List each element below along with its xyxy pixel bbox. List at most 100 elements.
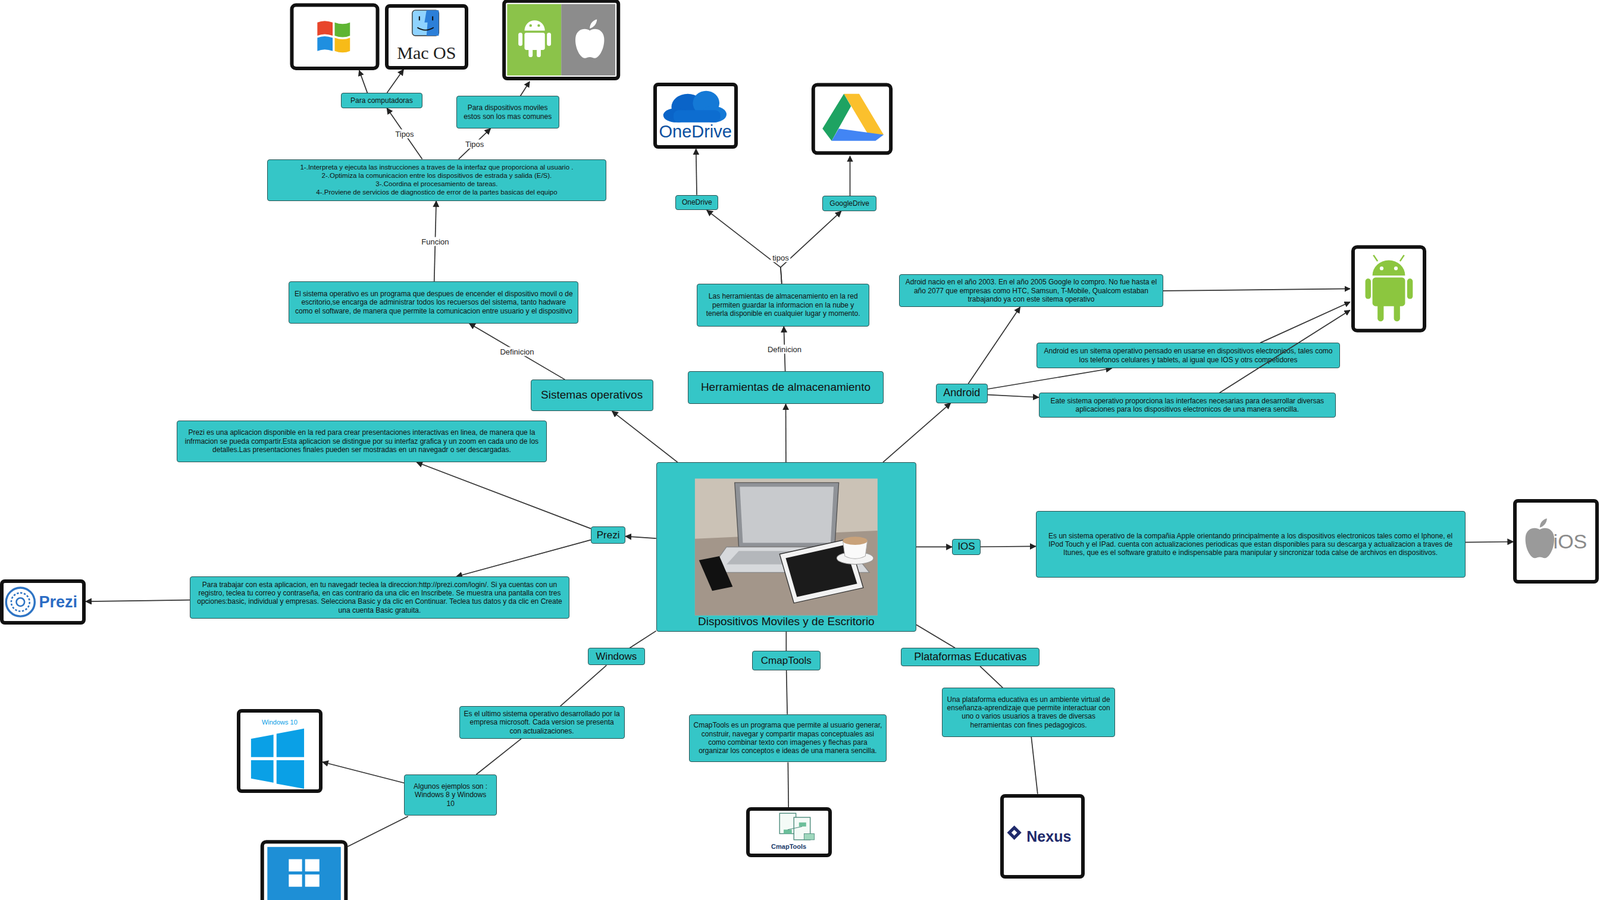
connector-arrow bbox=[780, 211, 842, 284]
topic-box: Prezi bbox=[590, 526, 626, 544]
connector-arrow bbox=[916, 624, 956, 648]
logo-box: Windows 10 bbox=[236, 709, 323, 794]
node-text: Prezi bbox=[596, 529, 621, 542]
node-text: Nexus bbox=[1026, 827, 1072, 846]
windows-logo-box bbox=[317, 36, 333, 52]
android-logo-box bbox=[1365, 278, 1371, 299]
connector-arrow bbox=[1465, 541, 1514, 544]
android-logo-box bbox=[1353, 246, 1425, 331]
node-text: Para trabajar con esta aplicacion, en tu… bbox=[193, 580, 566, 616]
windows8-logo-box bbox=[262, 841, 347, 900]
android-apple-box bbox=[518, 32, 523, 46]
connector-arrow bbox=[785, 404, 787, 463]
logo-box: iOS bbox=[1513, 499, 1599, 584]
connector-arrow bbox=[696, 148, 697, 195]
connector-arrow bbox=[987, 368, 1112, 390]
node-text: 1-.Interpreta y ejecuta las instruccione… bbox=[299, 163, 574, 172]
android-apple-box bbox=[506, 4, 562, 76]
connector-arrow bbox=[625, 536, 656, 539]
node-text: Para dispositivos moviles estos son los … bbox=[460, 103, 556, 121]
connector-arrow bbox=[706, 210, 782, 284]
googledrive-logo-box bbox=[813, 84, 891, 153]
topic-box: Sistemas operativos bbox=[530, 379, 654, 412]
topic-box: Plataformas Educativas bbox=[900, 647, 1040, 667]
concept-box: El sistema operativo es un programa que … bbox=[288, 281, 579, 324]
node-text: 2-.Optimiza la comunicacion entre los di… bbox=[321, 171, 553, 181]
topic-box: Herramientas de almacenamiento bbox=[687, 371, 884, 405]
connector-arrow bbox=[456, 540, 591, 578]
concept-box: Adroid nacio en el año 2003. En el año 2… bbox=[899, 274, 1164, 308]
node-text: GoogleDrive bbox=[829, 199, 870, 208]
node-text: iOS bbox=[1553, 529, 1588, 554]
concept-box: Es un sistema operativo de la compañia A… bbox=[1035, 511, 1466, 578]
connector-arrow bbox=[987, 395, 1039, 398]
node-text: Es un sistema operativo de la compañia A… bbox=[1048, 531, 1454, 558]
android-apple-box bbox=[589, 19, 597, 29]
googledrive-logo-box bbox=[831, 128, 884, 142]
android-logo-box bbox=[1394, 302, 1401, 322]
leader-line bbox=[359, 70, 368, 93]
connector-label: Tipos bbox=[393, 129, 416, 139]
windows-logo-box bbox=[334, 22, 350, 38]
node-text: Dispositivos Moviles y de Escritorio bbox=[697, 615, 875, 629]
android-logo-box bbox=[1394, 266, 1398, 271]
node-text: Eate sistema operativo proporciona las i… bbox=[1043, 396, 1332, 415]
android-apple-box bbox=[503, 1, 619, 79]
leader-line bbox=[1260, 302, 1351, 344]
node-text: Para computadoras bbox=[350, 96, 413, 105]
node-text: CmapTools bbox=[771, 843, 807, 851]
central-topic: Dispositivos Moviles y de Escritorio bbox=[656, 462, 917, 632]
node-text: Una plataforma educativa es un ambiente … bbox=[946, 695, 1112, 731]
android-apple-box bbox=[524, 32, 545, 50]
googledrive-logo-box bbox=[843, 94, 884, 136]
concept-box: Para computadoras bbox=[340, 92, 423, 109]
connector-arrow bbox=[787, 762, 789, 808]
logo-box: CmapTools bbox=[746, 807, 832, 858]
android-apple-box bbox=[536, 48, 541, 58]
concept-box: Algunos ejemplos son : Windows 8 y Windo… bbox=[404, 774, 497, 816]
connector-arrow bbox=[476, 739, 522, 775]
windows-logo-box bbox=[317, 20, 333, 36]
android-logo-box bbox=[1379, 266, 1384, 271]
connector-arrow bbox=[916, 546, 953, 549]
android-logo-box bbox=[1373, 255, 1378, 262]
node-text: Sistemas operativos bbox=[540, 388, 643, 403]
windows-logo-box bbox=[291, 5, 378, 69]
leader-line bbox=[849, 155, 851, 196]
concept-box: Para trabajar con esta aplicacion, en tu… bbox=[189, 576, 570, 619]
googledrive-logo-box bbox=[822, 94, 851, 142]
concept-box: Es el ultimo sistema operativo desarroll… bbox=[459, 706, 625, 740]
node-text: Android es un sitema operativo pensado e… bbox=[1040, 346, 1336, 365]
connector-arrow bbox=[786, 670, 788, 715]
connector-arrow bbox=[785, 631, 787, 652]
android-apple-box bbox=[503, 1, 619, 79]
node-text: Android bbox=[943, 386, 980, 400]
android-logo-box bbox=[1407, 278, 1413, 299]
node-text: El sistema operativo es un programa que … bbox=[292, 289, 575, 316]
concept-box: OneDrive bbox=[675, 195, 719, 211]
topic-box: CmapTools bbox=[752, 650, 821, 671]
connector-arrow bbox=[968, 307, 1020, 384]
logo-box: Prezi bbox=[0, 579, 86, 625]
connector-arrow bbox=[416, 462, 591, 529]
concept-box: Eate sistema operativo proporciona las i… bbox=[1038, 392, 1336, 418]
logo-box: Mac OS bbox=[384, 4, 469, 70]
node-text: Prezi bbox=[39, 592, 78, 612]
leader-line bbox=[346, 816, 409, 847]
node-text: Adroid nacio en el año 2003. En el año 2… bbox=[903, 277, 1160, 304]
windows8-logo-box bbox=[288, 859, 302, 872]
node-text: Mac OS bbox=[396, 42, 456, 64]
android-logo-box bbox=[1377, 302, 1384, 322]
node-text: OneDrive bbox=[658, 121, 732, 143]
connector-label: Tipos bbox=[463, 139, 486, 149]
topic-box: Android bbox=[935, 383, 988, 404]
node-text: CmapTools es un programa que permite al … bbox=[693, 721, 884, 756]
android-logo-box bbox=[1400, 255, 1405, 262]
connector-arrow bbox=[322, 762, 405, 784]
node-text: Es el ultimo sistema operativo desarroll… bbox=[463, 709, 621, 736]
windows8-logo-box bbox=[305, 874, 320, 888]
connector-arrow bbox=[612, 411, 678, 463]
connector-arrow bbox=[469, 323, 566, 380]
android-apple-box bbox=[528, 48, 533, 58]
